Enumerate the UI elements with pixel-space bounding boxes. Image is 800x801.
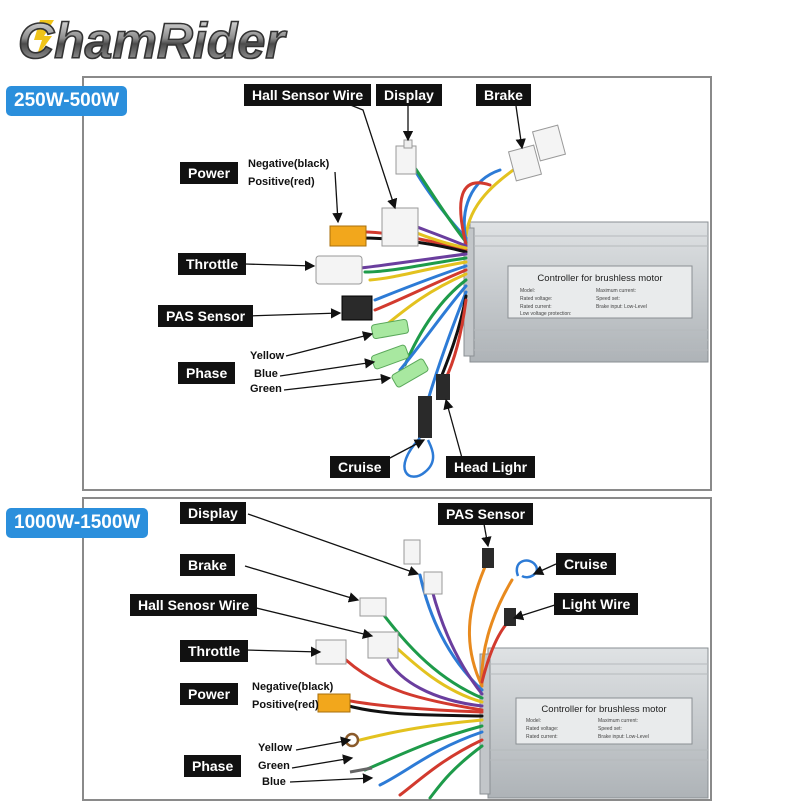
- svg-text:Controller for brushless motor: Controller for brushless motor: [541, 704, 666, 715]
- svg-text:Controller for brushless motor: Controller for brushless motor: [537, 273, 662, 284]
- phase2-color-blue: Blue: [262, 776, 286, 788]
- svg-text:Maximum current:: Maximum current:: [596, 288, 636, 294]
- label-throttle-2: Throttle: [180, 640, 249, 662]
- phase2-color-yellow: Yellow: [258, 742, 293, 754]
- connector-display-2: [403, 539, 421, 565]
- label-hall-sensor-wire: Hall Sensor Wire: [244, 84, 372, 106]
- power-negative-note-2: Negative(black): [252, 681, 334, 693]
- connector-power-1: [329, 225, 367, 247]
- label-cruise-2: Cruise: [556, 553, 616, 575]
- connector-phase-1: [371, 318, 429, 388]
- svg-text:Rated voltage:: Rated voltage:: [526, 726, 558, 732]
- connector-hall-2: [367, 631, 399, 659]
- svg-text:Low voltage protection:: Low voltage protection:: [520, 311, 571, 317]
- svg-text:Model:: Model:: [520, 288, 535, 294]
- connector-brake-2: [359, 571, 443, 617]
- phase-color-yellow: Yellow: [250, 350, 285, 362]
- connector-power-2: [317, 693, 351, 713]
- label-pas-sensor: PAS Sensor: [158, 305, 254, 327]
- controller-sticker-1: [507, 265, 693, 319]
- svg-text:Speed set:: Speed set:: [598, 726, 622, 732]
- controller-sticker-2: [515, 697, 693, 745]
- phase-color-green: Green: [250, 383, 282, 395]
- svg-text:Maximum current:: Maximum current:: [598, 718, 638, 724]
- controller-box-1: Controller for brushless motor Model: Ma…: [463, 221, 709, 363]
- label-pas-sensor-2: PAS Sensor: [438, 503, 534, 525]
- wattage-badge-250-500w: 250W-500W: [6, 86, 128, 116]
- connector-cruise-2: [515, 559, 539, 579]
- connector-pas-2: [482, 548, 494, 568]
- connector-brake-1: [507, 124, 567, 182]
- svg-text:Rated current:: Rated current:: [520, 304, 552, 310]
- lightning-icon: [34, 20, 54, 58]
- connector-throttle-2: [315, 639, 347, 665]
- power-positive-note: Positive(red): [248, 176, 315, 188]
- power-positive-note-2: Positive(red): [252, 699, 319, 711]
- connector-headlight-1: [436, 374, 450, 400]
- svg-text:Brake input: Low-Level: Brake input: Low-Level: [598, 734, 649, 740]
- label-hall-sensor-wire-2: Hall Senosr Wire: [130, 594, 258, 616]
- logo-text: ChamRider: [18, 13, 287, 69]
- connector-pas-1: [341, 295, 373, 321]
- chamrider-logo: ChamRider: [17, 12, 288, 70]
- svg-text:Model:: Model:: [526, 718, 541, 724]
- label-light-wire-2: Light Wire: [554, 593, 639, 615]
- power-negative-note: Negative(black): [248, 158, 330, 170]
- svg-text:Rated voltage:: Rated voltage:: [520, 296, 552, 302]
- label-throttle: Throttle: [178, 253, 247, 275]
- svg-text:Brake input: Low-Level: Brake input: Low-Level: [596, 304, 647, 310]
- label-brake: Brake: [476, 84, 531, 106]
- svg-text:Rated current:: Rated current:: [526, 734, 558, 740]
- connector-display-1: [395, 139, 417, 175]
- label-phase: Phase: [178, 362, 236, 384]
- label-display-2: Display: [180, 502, 246, 524]
- label-display: Display: [376, 84, 442, 106]
- label-power-2: Power: [180, 683, 239, 705]
- label-cruise: Cruise: [330, 456, 390, 478]
- phase2-color-green: Green: [258, 760, 290, 772]
- label-brake-2: Brake: [180, 554, 235, 576]
- phase-color-blue: Blue: [254, 368, 278, 380]
- svg-text:Speed set:: Speed set:: [596, 296, 620, 302]
- connector-light-2: [504, 608, 516, 626]
- connector-cruise-1: [403, 396, 435, 478]
- controller-box-2: Controller for brushless motor Model: Ma…: [479, 647, 709, 799]
- wattage-badge-1000-1500w: 1000W-1500W: [6, 508, 149, 538]
- connector-throttle-1: [315, 255, 363, 285]
- connector-hall-1: [381, 207, 419, 247]
- label-power: Power: [180, 162, 239, 184]
- label-head-light: Head Lighr: [446, 456, 536, 478]
- label-phase-2: Phase: [184, 755, 242, 777]
